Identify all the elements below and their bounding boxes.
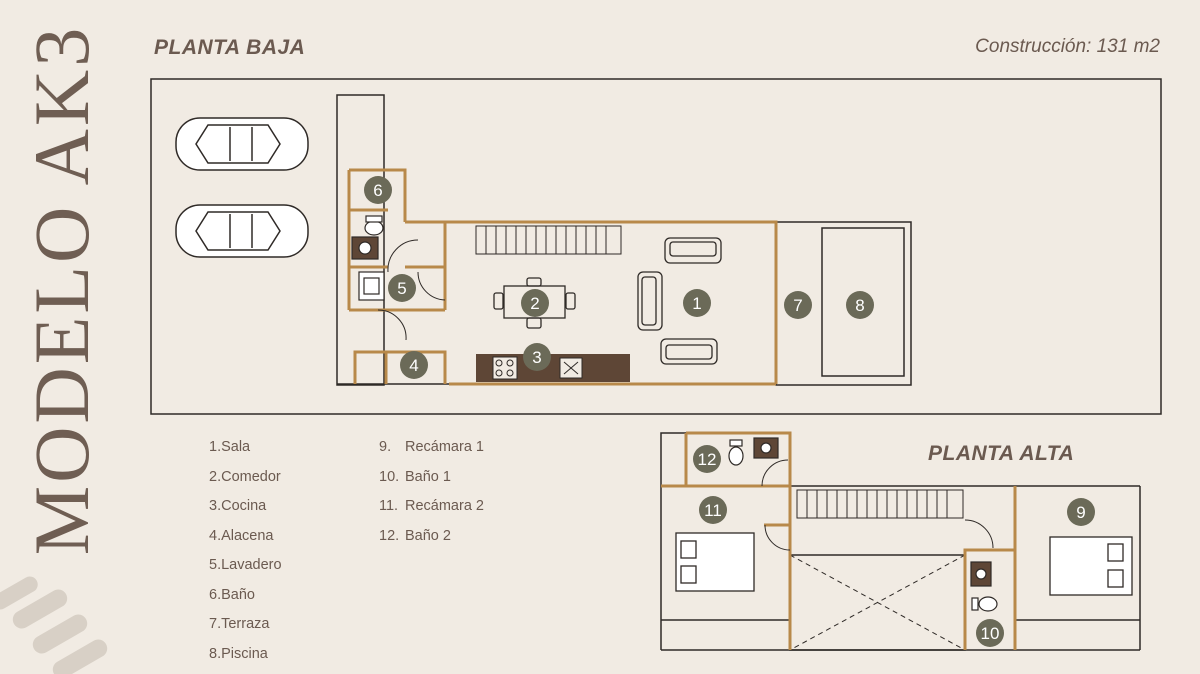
- svg-text:7: 7: [793, 296, 802, 315]
- upper-floor-title: PLANTA ALTA: [928, 442, 1075, 465]
- upper-door-swings: [761, 459, 994, 551]
- room-marker-1: 1: [683, 289, 711, 317]
- room-marker-11: 11: [699, 496, 727, 524]
- room-marker-3: 3: [523, 343, 551, 371]
- svg-text:6: 6: [373, 181, 382, 200]
- bed-bedroom-2: [675, 532, 755, 592]
- legend-item: 3.Cocina: [209, 498, 267, 514]
- legend-item: 1.Sala: [209, 439, 251, 455]
- legend-item: 7.Terraza: [209, 616, 270, 632]
- legend-item: 10.Baño 1: [379, 468, 451, 485]
- legend-item: 4.Alacena: [209, 527, 274, 544]
- room-marker-2: 2: [521, 289, 549, 317]
- kitchen-counter: [476, 354, 630, 382]
- room-marker-8: 8: [846, 291, 874, 319]
- svg-text:11: 11: [704, 501, 722, 520]
- svg-text:2: 2: [530, 294, 539, 313]
- door-swings: [377, 239, 446, 341]
- room-marker-12: 12: [693, 445, 721, 473]
- room-markers: 1 2 3 4 5 6 7 8 9 10 11 12: [364, 176, 1095, 647]
- svg-text:4: 4: [409, 356, 418, 375]
- svg-text:9: 9: [1076, 503, 1085, 522]
- legend-item: 5.Lavadero: [209, 557, 282, 573]
- svg-text:12: 12: [698, 450, 717, 469]
- svg-text:1: 1: [692, 294, 701, 313]
- legend-item: 2.Comedor: [209, 468, 281, 485]
- legend-ground-floor: 1.Sala 2.Comedor 3.Cocina 4.Alacena 5.La…: [209, 433, 282, 669]
- bed-bedroom-1: [1049, 536, 1133, 596]
- legend-item: 11.Recámara 2: [379, 498, 484, 514]
- construction-area: Construcción: 131 m2: [975, 36, 1160, 57]
- svg-text:8: 8: [855, 296, 864, 315]
- ground-floor-stairs: [475, 225, 622, 255]
- legend-item: 12.Baño 2: [379, 527, 451, 544]
- room-marker-10: 10: [976, 619, 1004, 647]
- car-top: [175, 117, 309, 171]
- svg-text:10: 10: [981, 624, 1000, 643]
- room-marker-9: 9: [1067, 498, 1095, 526]
- dining-table: [493, 277, 576, 329]
- lot-boundary: [150, 78, 1162, 415]
- ground-floor-fixtures: [351, 215, 385, 301]
- legend-item: 9.Recámara 1: [379, 439, 484, 455]
- svg-text:3: 3: [532, 348, 541, 367]
- legend-upper-floor: 9.Recámara 1 10.Baño 1 11.Recámara 2 12.…: [379, 433, 484, 551]
- upper-floor-interior-walls: [661, 431, 1017, 650]
- room-marker-6: 6: [364, 176, 392, 204]
- svg-text:5: 5: [397, 279, 406, 298]
- living-room-sofas: [637, 237, 722, 365]
- legend-item: 8.Piscina: [209, 645, 268, 662]
- room-marker-5: 5: [388, 274, 416, 302]
- room-marker-7: 7: [784, 291, 812, 319]
- ground-floor-title: PLANTA BAJA: [154, 36, 306, 59]
- room-marker-4: 4: [400, 351, 428, 379]
- decorative-shapes: [0, 576, 108, 674]
- upper-fixtures: [728, 437, 998, 612]
- pool-outline: [821, 227, 905, 377]
- side-wall-box: [336, 94, 385, 386]
- car-bottom: [175, 204, 309, 258]
- ground-floor-interior-walls: [347, 168, 778, 386]
- upper-floor-stairs: [796, 489, 964, 519]
- legend-item: 6.Baño: [209, 586, 255, 603]
